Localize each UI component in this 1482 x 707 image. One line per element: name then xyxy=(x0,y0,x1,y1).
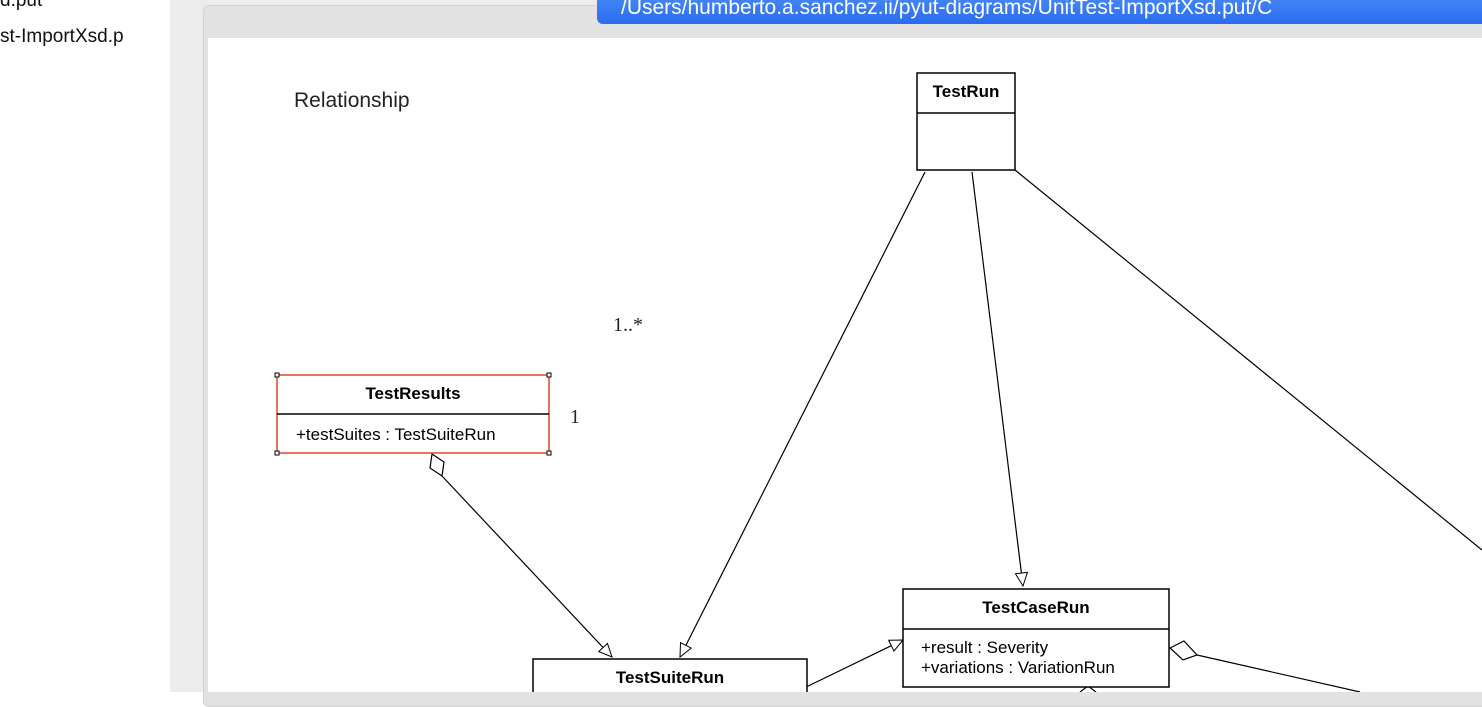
inheritance-line[interactable] xyxy=(971,171,1029,588)
file-item[interactable]: d.put xyxy=(0,0,43,11)
class-test-run[interactable]: TestRun xyxy=(916,72,1016,171)
class-test-case-run[interactable]: TestCaseRun +result : Severity +variatio… xyxy=(902,588,1170,688)
file-list-sidebar: d.put st-ImportXsd.p xyxy=(0,0,170,692)
class-attribute: +result : Severity xyxy=(921,638,1049,657)
path-tooltip: /Users/humberto.a.sanchez.ii/pyut-diagra… xyxy=(597,0,1482,24)
class-name: TestResults xyxy=(365,384,460,403)
multiplicity-label[interactable]: 1 xyxy=(570,406,580,428)
selection-handles[interactable] xyxy=(274,372,552,456)
aggregation-diamond xyxy=(1168,640,1199,661)
class-name: TestRun xyxy=(933,82,1000,101)
class-name: TestCaseRun xyxy=(982,598,1089,617)
class-test-suite-run[interactable]: TestSuiteRun xyxy=(532,658,808,692)
uml-diagram[interactable]: Relationship 1..* 1 TestRun TestResults … xyxy=(0,0,1482,692)
diagram-canvas[interactable] xyxy=(208,38,1482,692)
file-item[interactable]: st-ImportXsd.p xyxy=(0,26,124,47)
aggregation-line[interactable] xyxy=(1196,654,1361,692)
inheritance-line[interactable] xyxy=(1014,169,1482,551)
class-attribute: +testSuites : TestSuiteRun xyxy=(296,425,496,444)
class-test-results[interactable]: TestResults +testSuites : TestSuiteRun xyxy=(274,372,552,456)
class-attribute: +variations : VariationRun xyxy=(921,658,1115,677)
class-name: TestSuiteRun xyxy=(616,668,724,687)
inheritance-line[interactable] xyxy=(679,171,926,659)
relationship-label[interactable]: Relationship xyxy=(294,89,410,112)
aggregation-line[interactable] xyxy=(441,475,613,658)
multiplicity-label[interactable]: 1..* xyxy=(613,314,643,336)
aggregation-diamond xyxy=(429,452,445,478)
inheritance-line[interactable] xyxy=(799,639,905,691)
